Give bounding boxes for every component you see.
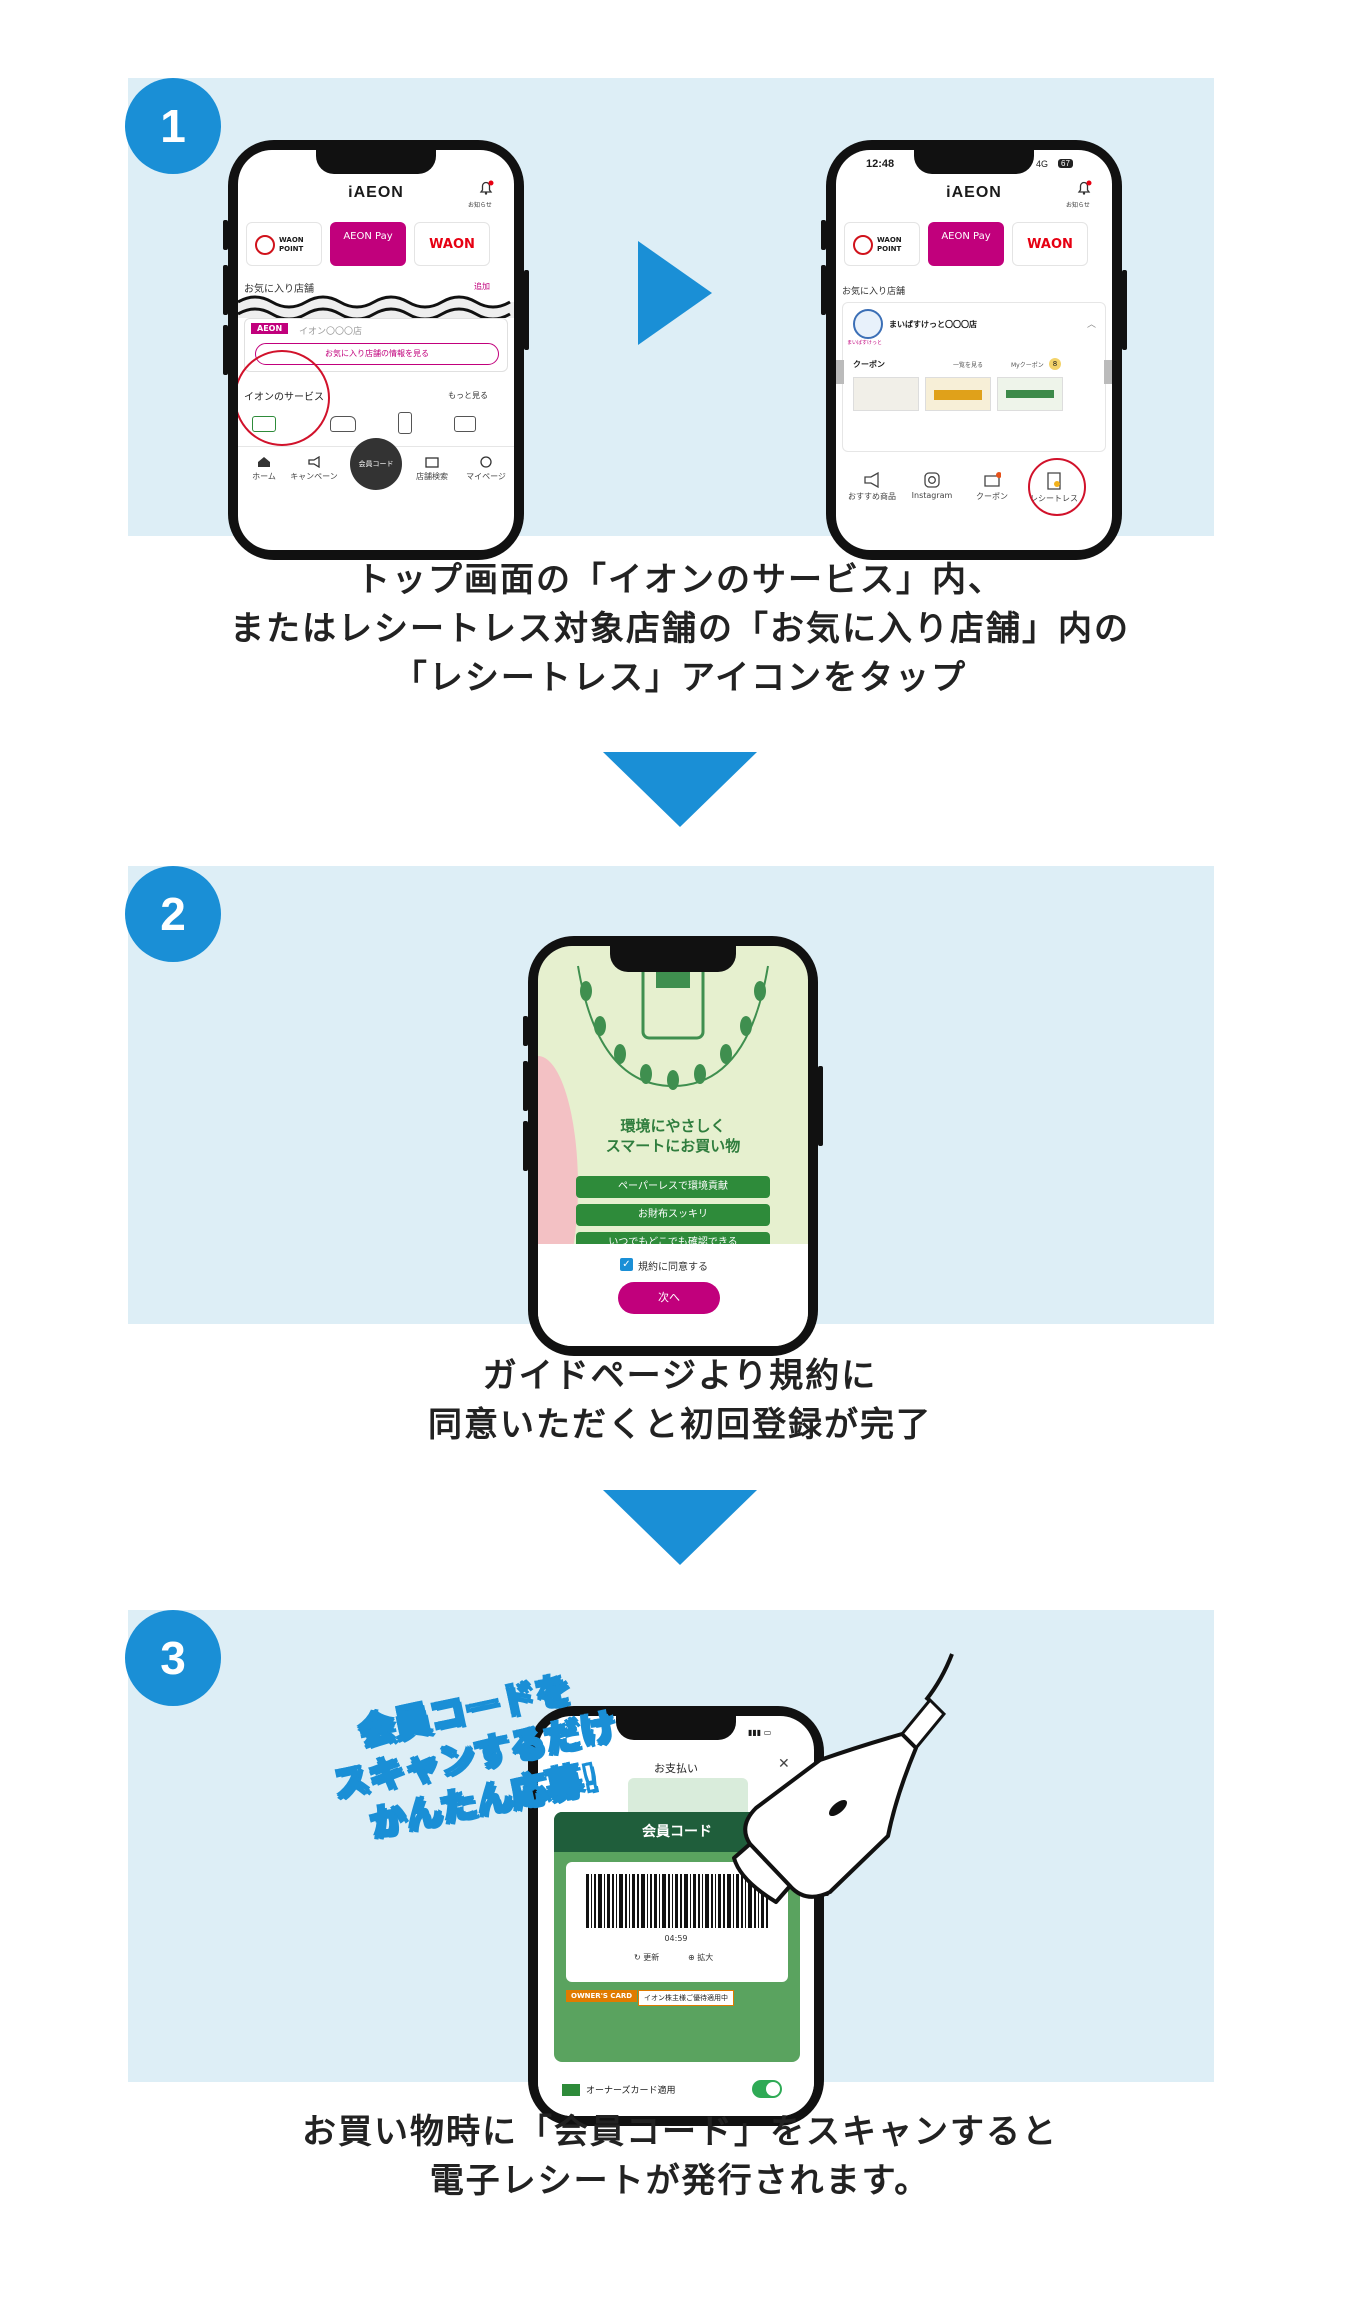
- coupon-icon: [984, 472, 1001, 487]
- waon-card[interactable]: WAON: [1012, 222, 1088, 266]
- owners-card-label: OWNER'S CARD: [566, 1990, 638, 2002]
- aeon-pay-card[interactable]: AEON Pay: [330, 222, 406, 266]
- payment-title: お支払い: [654, 1762, 698, 1775]
- status-signal: 4G: [1036, 159, 1049, 169]
- owners-toggle-label: オーナーズカード適用: [586, 2086, 676, 2096]
- step3-caption: お買い物時に「会員コード」をスキャンすると 電子レシートが発行されます。: [302, 2112, 1058, 2201]
- status-time: 12:48: [866, 158, 895, 170]
- store-card[interactable]: まいばすけっと まいばすけっと〇〇〇店 ︿ クーポン 一覧を見る Myクーポン …: [842, 302, 1106, 452]
- instagram-icon: [924, 472, 940, 488]
- instagram-link[interactable]: Instagram: [904, 472, 960, 500]
- waon-point-card[interactable]: WAON POINT: [844, 222, 920, 266]
- favorites-label: お気に入り店舗: [244, 284, 314, 295]
- barcode-scanner-illustration: [732, 1653, 954, 1904]
- benefit-pill: ペーパーレスで環境貢献: [576, 1176, 770, 1198]
- nav-home[interactable]: ホーム: [242, 456, 286, 482]
- coupon-thumb[interactable]: [853, 377, 919, 411]
- phone-service-icon[interactable]: [398, 412, 412, 434]
- owners-toggle[interactable]: [752, 2080, 782, 2098]
- store-info-button[interactable]: お気に入り店舗の情報を見る: [255, 343, 499, 365]
- coupon-thumb[interactable]: [925, 377, 991, 411]
- wavy-divider: [238, 295, 514, 318]
- agree-checkbox[interactable]: ✓: [620, 1258, 633, 1271]
- next-button[interactable]: 次へ: [618, 1282, 720, 1314]
- megaphone-icon: [864, 472, 879, 488]
- phone-home-screen: iAEON お知らせ WAON POINT AEON Pay WAON お気に入…: [223, 140, 529, 560]
- arrow-down: [603, 1490, 757, 1565]
- benefit-pill: お財布スッキリ: [576, 1204, 770, 1226]
- chevron-up-icon[interactable]: ︿: [1087, 320, 1097, 330]
- nav-mypage[interactable]: マイページ: [460, 456, 512, 482]
- waon-card[interactable]: WAON: [414, 222, 490, 266]
- zoom-button[interactable]: ⊕ 拡大: [688, 1953, 714, 1962]
- waon-point-card[interactable]: WAON POINT: [246, 222, 322, 266]
- app-logo: iAEON: [348, 184, 404, 201]
- barcode: [586, 1874, 768, 1928]
- aeon-pay-card[interactable]: AEON Pay: [928, 222, 1004, 266]
- favorites-label: お気に入り店舗: [842, 287, 906, 297]
- agree-label: 規約に同意する: [638, 1262, 708, 1273]
- my-coupon-badge: 8: [1049, 358, 1061, 370]
- wallet-icon[interactable]: [454, 416, 476, 432]
- status-icons: ▮▮▮ ▭: [748, 1728, 772, 1737]
- bell-icon[interactable]: [478, 180, 494, 196]
- coupon-thumb[interactable]: [997, 377, 1063, 411]
- add-favorite-link[interactable]: 追加: [474, 282, 490, 291]
- phone-favorite-store: 12:48 4G 67 iAEON お知らせ WAON POINT AEON P…: [821, 140, 1127, 560]
- notify-label: お知らせ: [1066, 202, 1090, 209]
- timer: 04:59: [664, 1934, 688, 1943]
- scroll-right-arrow[interactable]: [1104, 360, 1112, 384]
- store-logo: [853, 309, 883, 339]
- notify-label: お知らせ: [468, 202, 492, 209]
- nav-store-search[interactable]: 店舗検索: [406, 456, 458, 482]
- bell-icon[interactable]: [1076, 180, 1092, 200]
- highlight-circle: [1028, 458, 1086, 516]
- coupon-list-link[interactable]: 一覧を見る: [953, 362, 984, 369]
- close-icon[interactable]: ✕: [778, 1756, 790, 1772]
- owners-card-icon: [562, 2084, 580, 2096]
- arrow-right: [638, 241, 712, 345]
- refresh-button[interactable]: ↻ 更新: [634, 1953, 660, 1962]
- nav-member-code[interactable]: 会員コード: [350, 438, 402, 490]
- battery-icon: 67: [1058, 159, 1073, 168]
- step1-caption: トップ画面の「イオンのサービス」内、 またはレシートレス対象店舗の「お気に入り店…: [230, 560, 1130, 698]
- arrow-down: [603, 752, 757, 827]
- phone-guide-page: 環境にやさしく スマートにお買い物 ペーパーレスで環境貢献 お財布スッキリ いつ…: [523, 936, 823, 1356]
- nav-campaign[interactable]: キャンペーン: [286, 456, 342, 482]
- scroll-left-arrow[interactable]: [836, 360, 844, 384]
- highlight-circle: [238, 350, 330, 446]
- step1-number: 1: [125, 78, 221, 174]
- user-icon: [480, 456, 492, 468]
- step2-caption: ガイドページより規約に 同意いただくと初回登録が完了: [428, 1356, 932, 1445]
- home-icon: [258, 457, 270, 467]
- my-coupon-link[interactable]: Myクーポン: [1011, 362, 1044, 369]
- megaphone-icon: [308, 456, 320, 468]
- phone-member-code: ▮▮▮ ▭ お支払い ✕ 会員コード 04:59 ↻ 更新 ⊕ 拡大: [528, 1706, 829, 2126]
- step2-number: 2: [125, 866, 221, 962]
- step3-number: 3: [125, 1610, 221, 1706]
- guide-heading: 環境にやさしく スマートにお買い物: [605, 1117, 741, 1155]
- store-icon: [425, 457, 439, 468]
- car-icon[interactable]: [330, 416, 356, 432]
- owners-benefit-label: イオン株主様ご優待適用中: [638, 1990, 734, 2006]
- recommended-items[interactable]: おすすめ商品: [844, 472, 900, 502]
- more-link[interactable]: もっと見る: [448, 391, 488, 400]
- app-logo: iAEON: [946, 184, 1002, 201]
- coupon-link[interactable]: クーポン: [964, 472, 1020, 502]
- receiptless-service-icon[interactable]: [252, 416, 276, 432]
